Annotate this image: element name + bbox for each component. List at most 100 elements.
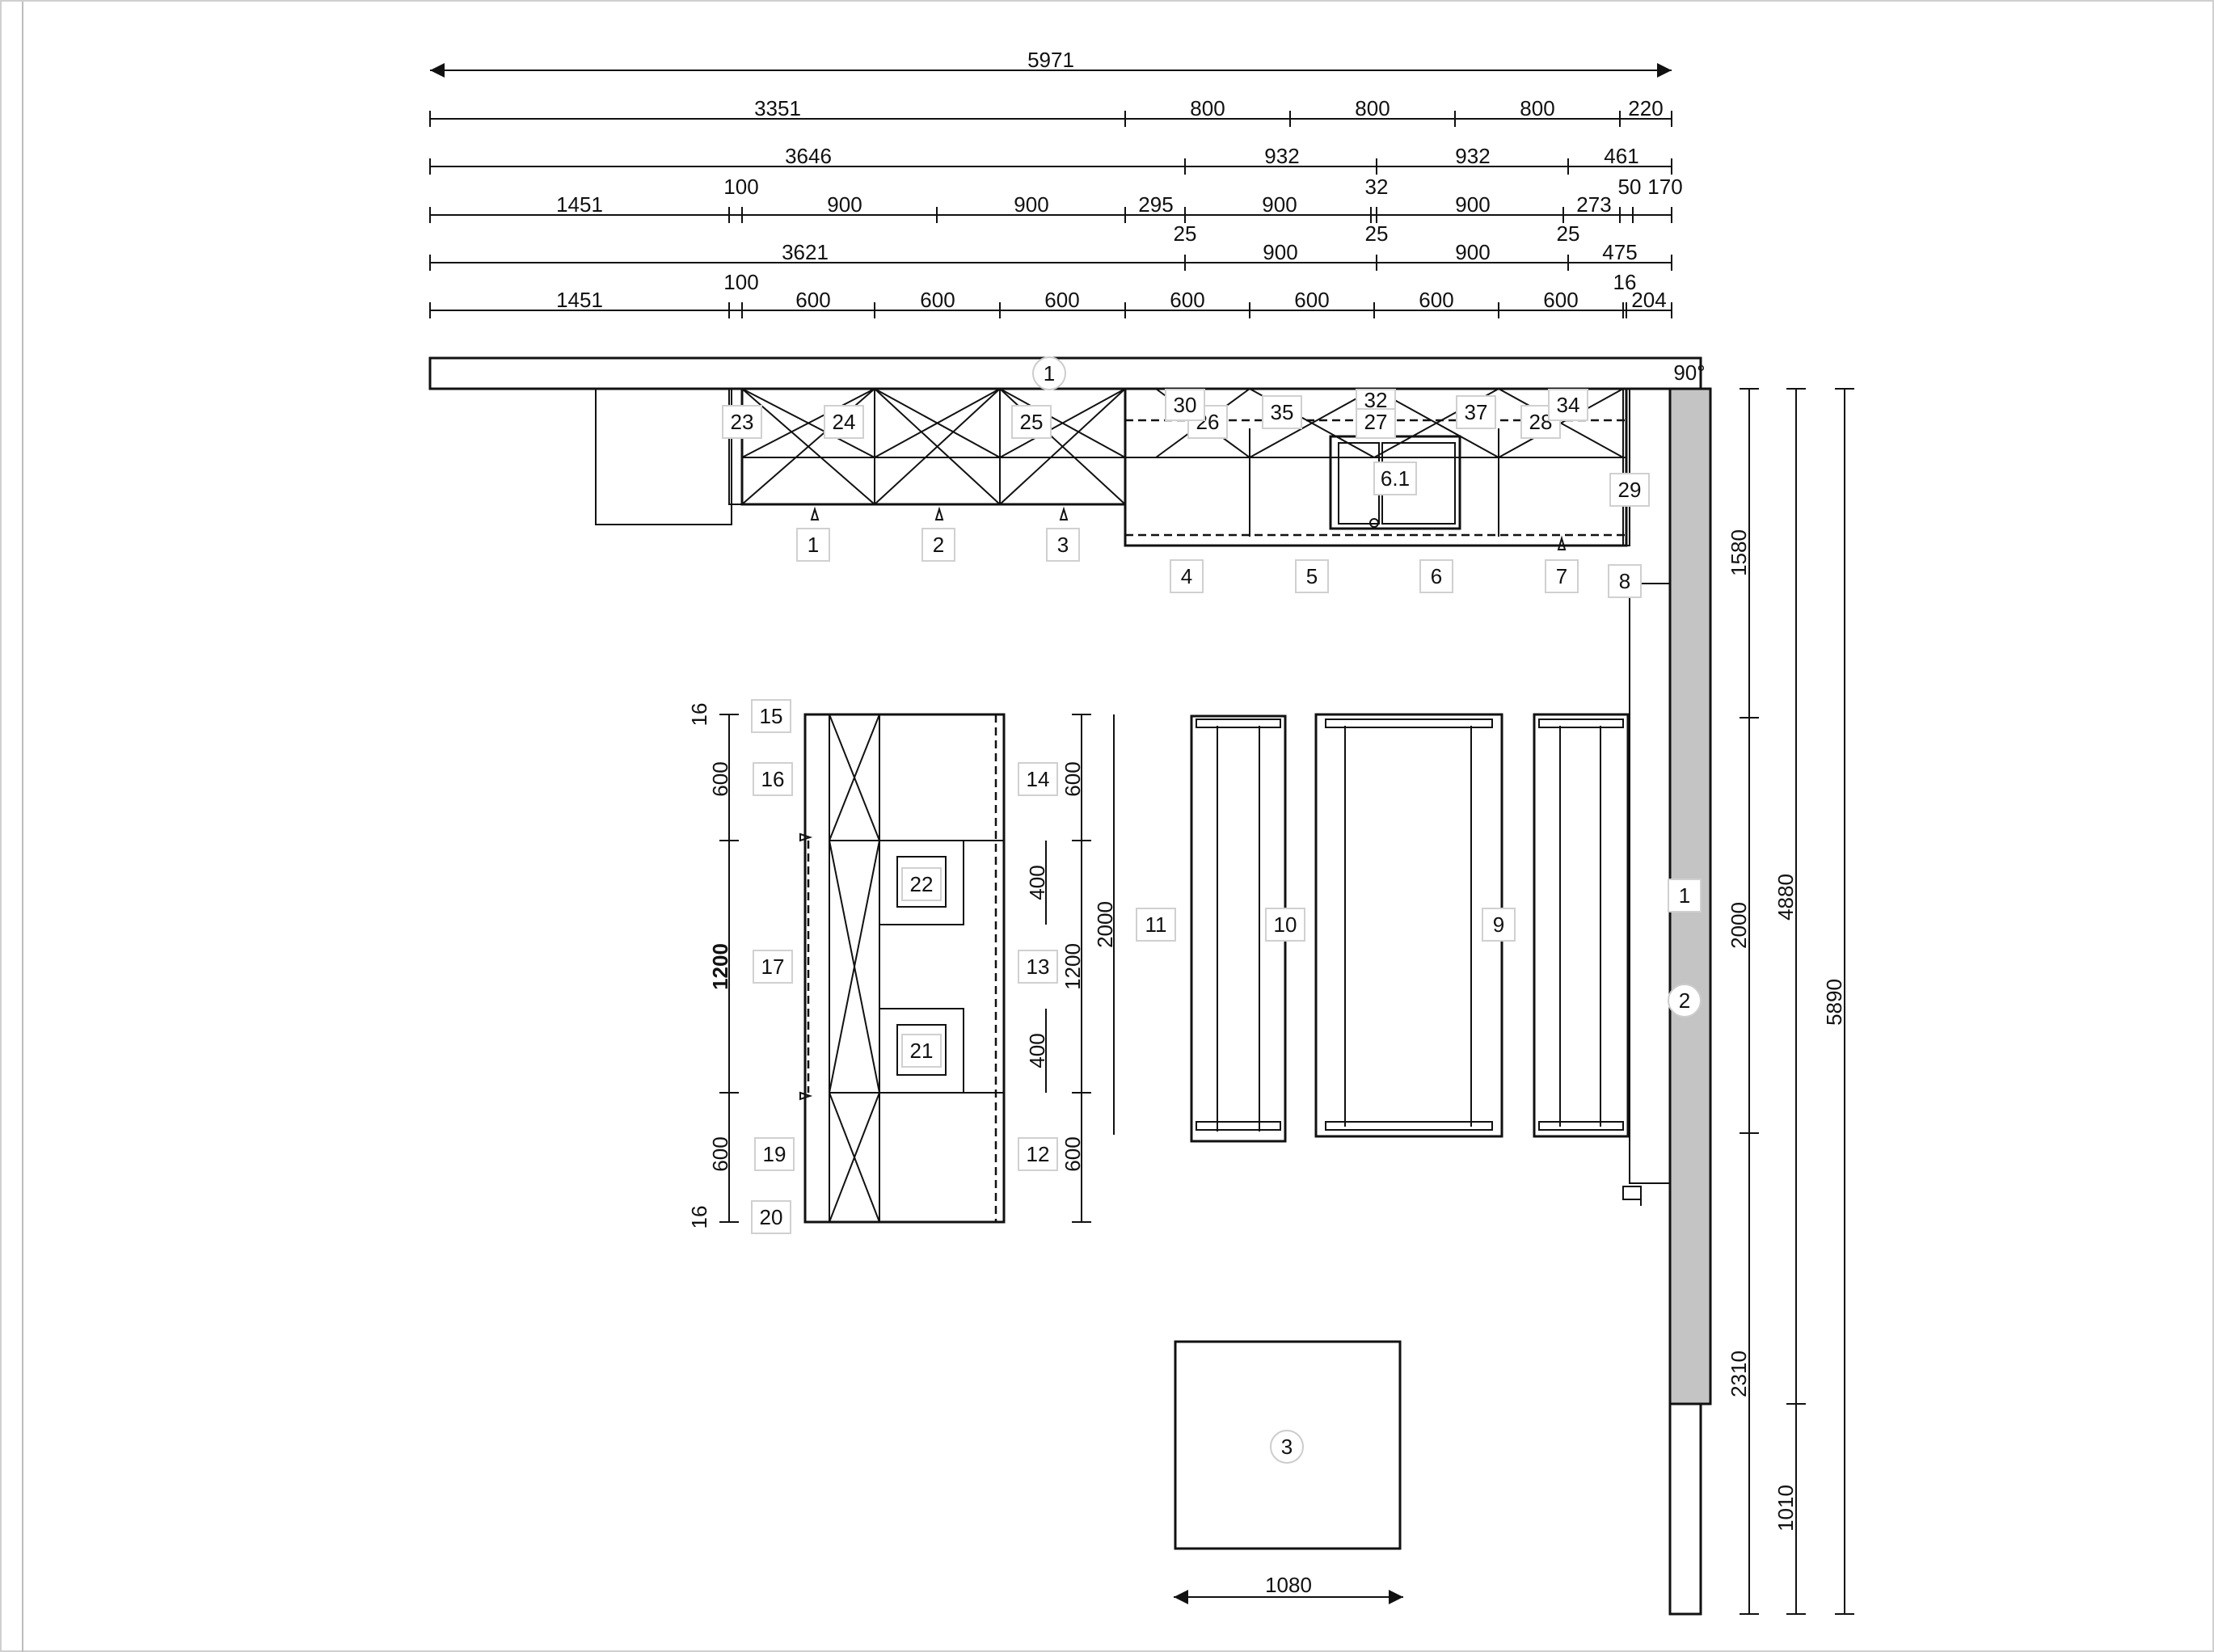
wall-marker-3[interactable]: 3 — [1270, 1430, 1304, 1464]
dim-label: 273 — [1576, 192, 1611, 217]
item-label-2[interactable]: 2 — [921, 528, 955, 562]
svg-text:3: 3 — [1281, 1435, 1293, 1459]
right-wall-lower — [1668, 1402, 1702, 1616]
item-label-29[interactable]: 29 — [1609, 473, 1650, 507]
item-label-27[interactable]: 27 — [1356, 405, 1396, 439]
item-label-19[interactable]: 19 — [754, 1137, 795, 1171]
wall-marker-1[interactable]: 1 — [1032, 356, 1066, 390]
island-right-dimensions: 600 400 1200 400 600 2000 — [1025, 714, 1117, 1223]
item-label-5[interactable]: 5 — [1295, 559, 1329, 593]
tall-unit-outline — [1629, 583, 1671, 1184]
item-label-32[interactable]: 32 — [1356, 388, 1396, 412]
door-marker — [799, 832, 813, 842]
item-label-17[interactable]: 17 — [753, 950, 793, 984]
dim-label: 2000 — [1727, 902, 1751, 949]
dim-label: 3351 — [754, 96, 801, 120]
item-label-15[interactable]: 15 — [751, 699, 791, 733]
dim-label: 900 — [1455, 240, 1490, 264]
item-label-30[interactable]: 30 — [1165, 389, 1205, 421]
dim-label: 900 — [1262, 192, 1297, 217]
dim-label: 1080 — [1265, 1573, 1312, 1597]
item-label-24[interactable]: 24 — [824, 405, 864, 439]
svg-text:23: 23 — [731, 410, 754, 434]
dim-label: 932 — [1264, 144, 1299, 168]
item-label-4[interactable]: 4 — [1170, 559, 1204, 593]
dim-label: 400 — [1025, 865, 1049, 900]
corner-block — [595, 388, 732, 525]
svg-text:3: 3 — [1057, 533, 1069, 557]
wall-markers: 1 2 3 — [1032, 356, 1702, 1464]
item-label-22[interactable]: 22 — [901, 867, 942, 901]
dim-label: 900 — [1263, 240, 1297, 264]
item-label-10[interactable]: 10 — [1265, 908, 1305, 942]
svg-text:21: 21 — [910, 1039, 934, 1063]
svg-text:1: 1 — [1679, 883, 1690, 908]
svg-text:13: 13 — [1027, 955, 1050, 979]
dim-label: 800 — [1520, 96, 1554, 120]
bench-end — [1538, 1121, 1624, 1131]
item-label-25[interactable]: 25 — [1011, 405, 1052, 439]
item-label-34[interactable]: 34 — [1548, 389, 1588, 421]
dim-label: 600 — [1061, 1136, 1085, 1171]
item-label-13[interactable]: 13 — [1018, 950, 1058, 984]
table-outline — [1314, 713, 1503, 1138]
dim-label: 900 — [827, 192, 862, 217]
item-label-37[interactable]: 37 — [1456, 395, 1496, 429]
dim-label: 4880 — [1773, 874, 1798, 921]
item-label-21[interactable]: 21 — [901, 1034, 942, 1068]
dim-label: 600 — [708, 761, 732, 796]
cabinet-feet — [810, 506, 1069, 520]
table-end — [1325, 719, 1493, 728]
dim-label: 170 — [1647, 175, 1682, 199]
dim-label: 295 — [1138, 192, 1173, 217]
dim-label: 900 — [1455, 192, 1490, 217]
dim-label: 3646 — [785, 144, 832, 168]
svg-text:15: 15 — [760, 704, 783, 728]
item-label-7[interactable]: 7 — [1545, 559, 1579, 593]
dim-ticks-row-1 — [429, 111, 1672, 127]
dim-label: 600 — [1419, 288, 1453, 312]
dim-label: 600 — [708, 1136, 732, 1171]
dim-label: 600 — [1044, 288, 1079, 312]
dim-label: 600 — [1543, 288, 1578, 312]
svg-text:9: 9 — [1493, 912, 1504, 937]
svg-text:6.1: 6.1 — [1381, 466, 1410, 491]
wall-marker-2[interactable]: 2 — [1668, 984, 1702, 1018]
item-label-16[interactable]: 16 — [753, 762, 793, 796]
item-label-23[interactable]: 23 — [722, 405, 762, 439]
bench-end — [1196, 719, 1281, 728]
svg-text:25: 25 — [1020, 410, 1044, 434]
svg-text:20: 20 — [760, 1205, 783, 1229]
dim-label: 600 — [1061, 761, 1085, 796]
bench-outline — [1533, 713, 1630, 1138]
svg-text:2: 2 — [1679, 988, 1690, 1013]
item-label-35[interactable]: 35 — [1262, 395, 1302, 429]
item-label-8[interactable]: 8 — [1608, 564, 1642, 598]
right-tall-unit — [1622, 583, 1671, 1206]
svg-text:24: 24 — [833, 410, 856, 434]
item-label-6[interactable]: 6 — [1419, 559, 1453, 593]
item-label-9[interactable]: 9 — [1482, 908, 1516, 942]
item-label-14[interactable]: 14 — [1018, 762, 1058, 796]
bench-end — [1196, 1121, 1281, 1131]
dim-label: 3621 — [782, 240, 829, 264]
item-label-6-1[interactable]: 6.1 — [1373, 461, 1417, 495]
tap-icon — [1369, 518, 1379, 528]
dim-label: 900 — [1014, 192, 1048, 217]
dim-ticks-row-2 — [429, 158, 1672, 175]
table-end — [1325, 1121, 1493, 1131]
svg-text:29: 29 — [1618, 478, 1642, 502]
item-label-12[interactable]: 12 — [1018, 1137, 1058, 1171]
svg-text:4: 4 — [1181, 564, 1192, 588]
angle-label: 90° — [1673, 360, 1705, 385]
item-label-1[interactable]: 1 — [796, 528, 830, 562]
item-label-1-right[interactable]: 1 — [1668, 879, 1702, 912]
appliance-inner — [896, 856, 947, 908]
dim-label: 2000 — [1093, 901, 1117, 948]
dim-label: 1451 — [556, 192, 603, 217]
item-label-20[interactable]: 20 — [751, 1200, 791, 1234]
svg-text:14: 14 — [1027, 767, 1050, 791]
item-label-11[interactable]: 11 — [1136, 908, 1176, 942]
dim-label: 600 — [1294, 288, 1329, 312]
item-label-3[interactable]: 3 — [1046, 528, 1080, 562]
